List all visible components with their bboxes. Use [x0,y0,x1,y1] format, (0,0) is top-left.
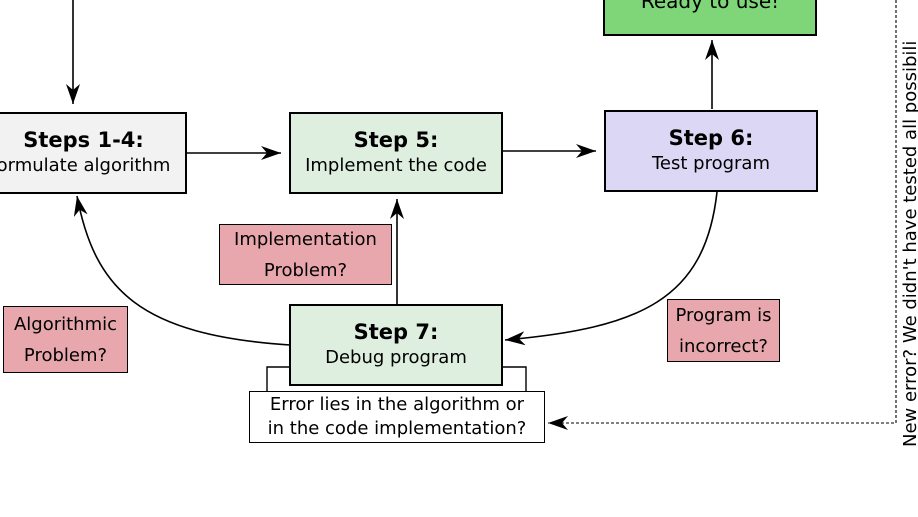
bracket-left [266,366,290,392]
implementation-problem-label: Implementation Problem? [219,224,392,285]
dashed-feedback-arrow [548,0,897,430]
arrow-step7-to-steps14 [73,195,291,346]
error-location-note: Error lies in the algorithm or in the co… [249,391,545,443]
algorithmic-problem-line2: Problem? [23,344,108,366]
steps-1-4-subtitle: ormulate algorithm [0,155,171,176]
step-6-box: Step 6: Test program [604,110,818,192]
ready-to-use-box: Ready to use! [603,0,817,36]
step-5-title: Step 5: [353,128,439,152]
step-6-subtitle: Test program [651,153,770,174]
step-5-box: Step 5: Implement the code [289,112,503,194]
implementation-problem-line1: Implementation [234,228,377,250]
step-6-title: Step 6: [668,126,754,150]
error-note-line1: Error lies in the algorithm or [269,394,525,415]
program-incorrect-label: Program is incorrect? [667,299,780,362]
arrow-step6-to-step7 [504,191,718,346]
side-note-vertical-text: New error? We didn't have tested all pos… [900,40,918,447]
error-note-line2: in the code implementation? [267,418,527,439]
steps-1-4-title: Steps 1-4: [23,128,144,152]
algorithmic-problem-label: Algorithmic Problem? [3,306,128,373]
step-5-subtitle: Implement the code [305,155,487,176]
program-incorrect-line2: incorrect? [679,335,768,357]
steps-1-4-box: Steps 1-4: ormulate algorithm [0,112,187,194]
implementation-problem-line2: Problem? [263,259,348,281]
algorithmic-problem-line1: Algorithmic [13,313,118,335]
step-7-title: Step 7: [353,320,439,344]
step-7-box: Step 7: Debug program [289,304,503,386]
bracket-right [502,366,527,392]
step-7-subtitle: Debug program [325,347,467,368]
ready-to-use-text: Ready to use! [640,0,780,13]
program-incorrect-line1: Program is [675,304,772,326]
